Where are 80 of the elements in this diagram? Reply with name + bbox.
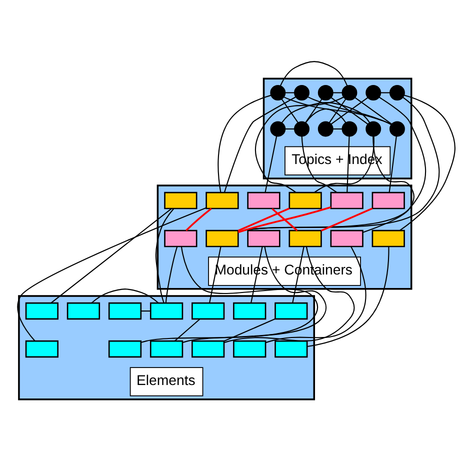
- connector: [280, 61, 348, 86]
- node-box: [66, 302, 100, 320]
- node-box: [150, 302, 184, 320]
- connector: [320, 208, 373, 232]
- node-circle: [294, 85, 310, 100]
- connector: [301, 136, 338, 194]
- node-box: [206, 230, 239, 248]
- node-box: [330, 192, 364, 210]
- connector: [264, 136, 278, 193]
- node-box: [330, 230, 364, 248]
- node-box: [247, 192, 280, 210]
- node-circle: [366, 121, 382, 137]
- connector: [354, 97, 392, 125]
- connector: [399, 94, 456, 231]
- connector: [332, 92, 342, 94]
- connector: [91, 288, 159, 304]
- node-circle: [342, 121, 358, 137]
- connector: [346, 136, 350, 193]
- node-box: [274, 340, 308, 358]
- node-box: [108, 340, 142, 358]
- connector: [238, 206, 332, 234]
- node-box: [206, 192, 239, 210]
- node-box: [150, 340, 184, 358]
- node-box: [233, 340, 266, 358]
- connector: [380, 92, 390, 94]
- node-circle: [294, 121, 310, 137]
- node-box: [192, 340, 225, 358]
- connector: [281, 102, 370, 123]
- connector: [250, 246, 263, 303]
- connector: [218, 94, 272, 193]
- connector: [305, 108, 346, 123]
- node-box: [288, 230, 322, 248]
- connector: [284, 96, 392, 126]
- node-circle: [389, 121, 405, 137]
- connector: [307, 96, 392, 126]
- connector: [304, 98, 322, 124]
- connector: [224, 96, 296, 193]
- connector: [281, 98, 299, 124]
- connector: [362, 136, 414, 233]
- node-box: [288, 192, 322, 210]
- node-box: [247, 230, 280, 248]
- connector: [165, 246, 178, 303]
- node-circle: [318, 85, 334, 100]
- connector: [141, 310, 150, 312]
- connector: [388, 136, 397, 193]
- node-box: [25, 302, 58, 320]
- connector: [182, 246, 327, 343]
- node-box: [25, 340, 58, 358]
- node-circle: [366, 85, 382, 100]
- connector: [307, 246, 390, 348]
- node-box: [233, 302, 266, 320]
- node-circle: [270, 121, 286, 137]
- connector: [174, 318, 200, 342]
- node-box: [164, 230, 198, 248]
- node-circle: [389, 85, 405, 100]
- node-circle: [270, 85, 286, 100]
- node-circle: [318, 121, 334, 137]
- node-box: [372, 230, 405, 248]
- connector: [330, 97, 368, 125]
- node-box: [372, 192, 405, 210]
- connector: [155, 208, 174, 303]
- connector: [332, 128, 342, 130]
- node-box: [274, 302, 308, 320]
- connector: [186, 208, 212, 232]
- connector: [285, 92, 295, 94]
- connector: [292, 246, 304, 303]
- connector: [272, 208, 298, 232]
- node-box: [108, 302, 142, 320]
- connector: [50, 208, 172, 304]
- connector: [141, 246, 318, 343]
- node-circle: [342, 85, 358, 100]
- cluster: Elements: [18, 295, 316, 400]
- connector: [224, 318, 276, 342]
- connector: [17, 207, 206, 342]
- connector: [285, 128, 295, 130]
- connector: [238, 208, 290, 232]
- connector: [209, 246, 222, 303]
- node-box: [164, 192, 198, 210]
- node-box: [192, 302, 225, 320]
- connector: [328, 98, 346, 124]
